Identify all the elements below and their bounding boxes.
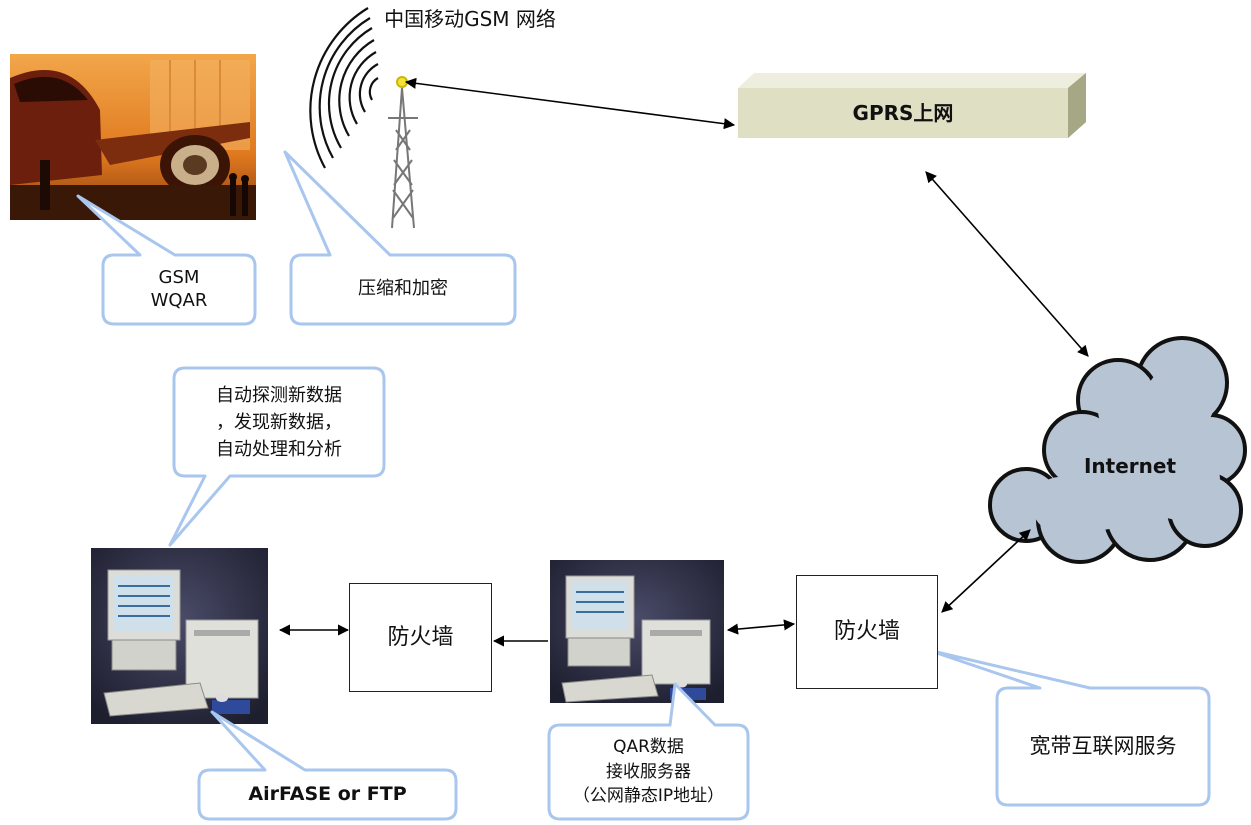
callout-compress-bubble: [283, 150, 517, 326]
arrow-gprs-internet: [925, 171, 1089, 357]
callout-compress-text: 压缩和加密: [358, 278, 448, 300]
signal-waves-icon: [309, 7, 379, 169]
arrow-internet-firewall: [941, 529, 1031, 613]
airplane-photo: [10, 54, 256, 220]
callout-qar-bubble: [547, 682, 750, 821]
callout-airfase-text: AirFASE or FTP: [248, 782, 407, 805]
computer-photo-left: [91, 548, 268, 724]
gprs-label: GPRS上网: [852, 100, 954, 125]
cloud-icon: [988, 336, 1247, 564]
arrow-tower-gprs: [404, 77, 736, 130]
cell-tower-icon: [388, 76, 418, 229]
computer-photo-server: [550, 560, 724, 703]
firewall-box-right: 防火墙: [796, 575, 938, 689]
callout-broadband-bubble: [926, 648, 1211, 807]
callout-qar-text: QAR数据 接收服务器 （公网静态IP地址）: [572, 737, 725, 807]
arrow-firewall-server: [726, 619, 796, 635]
gprs-box: [738, 73, 1086, 138]
network-title: 中国移动GSM 网络: [384, 6, 556, 31]
callout-airfase-bubble: [197, 710, 458, 821]
internet-label: Internet: [1083, 453, 1177, 478]
callout-auto-detect-bubble: [168, 366, 386, 547]
callout-broadband-text: 宽带互联网服务: [1029, 734, 1177, 759]
callout-wqar-bubble: [76, 194, 257, 326]
callout-auto-detect-text: 自动探测新数据 ，发现新数据， 自动处理和分析: [216, 384, 342, 460]
firewall-box-left: 防火墙: [349, 583, 492, 692]
callout-wqar-text: GSM WQAR: [150, 267, 208, 311]
